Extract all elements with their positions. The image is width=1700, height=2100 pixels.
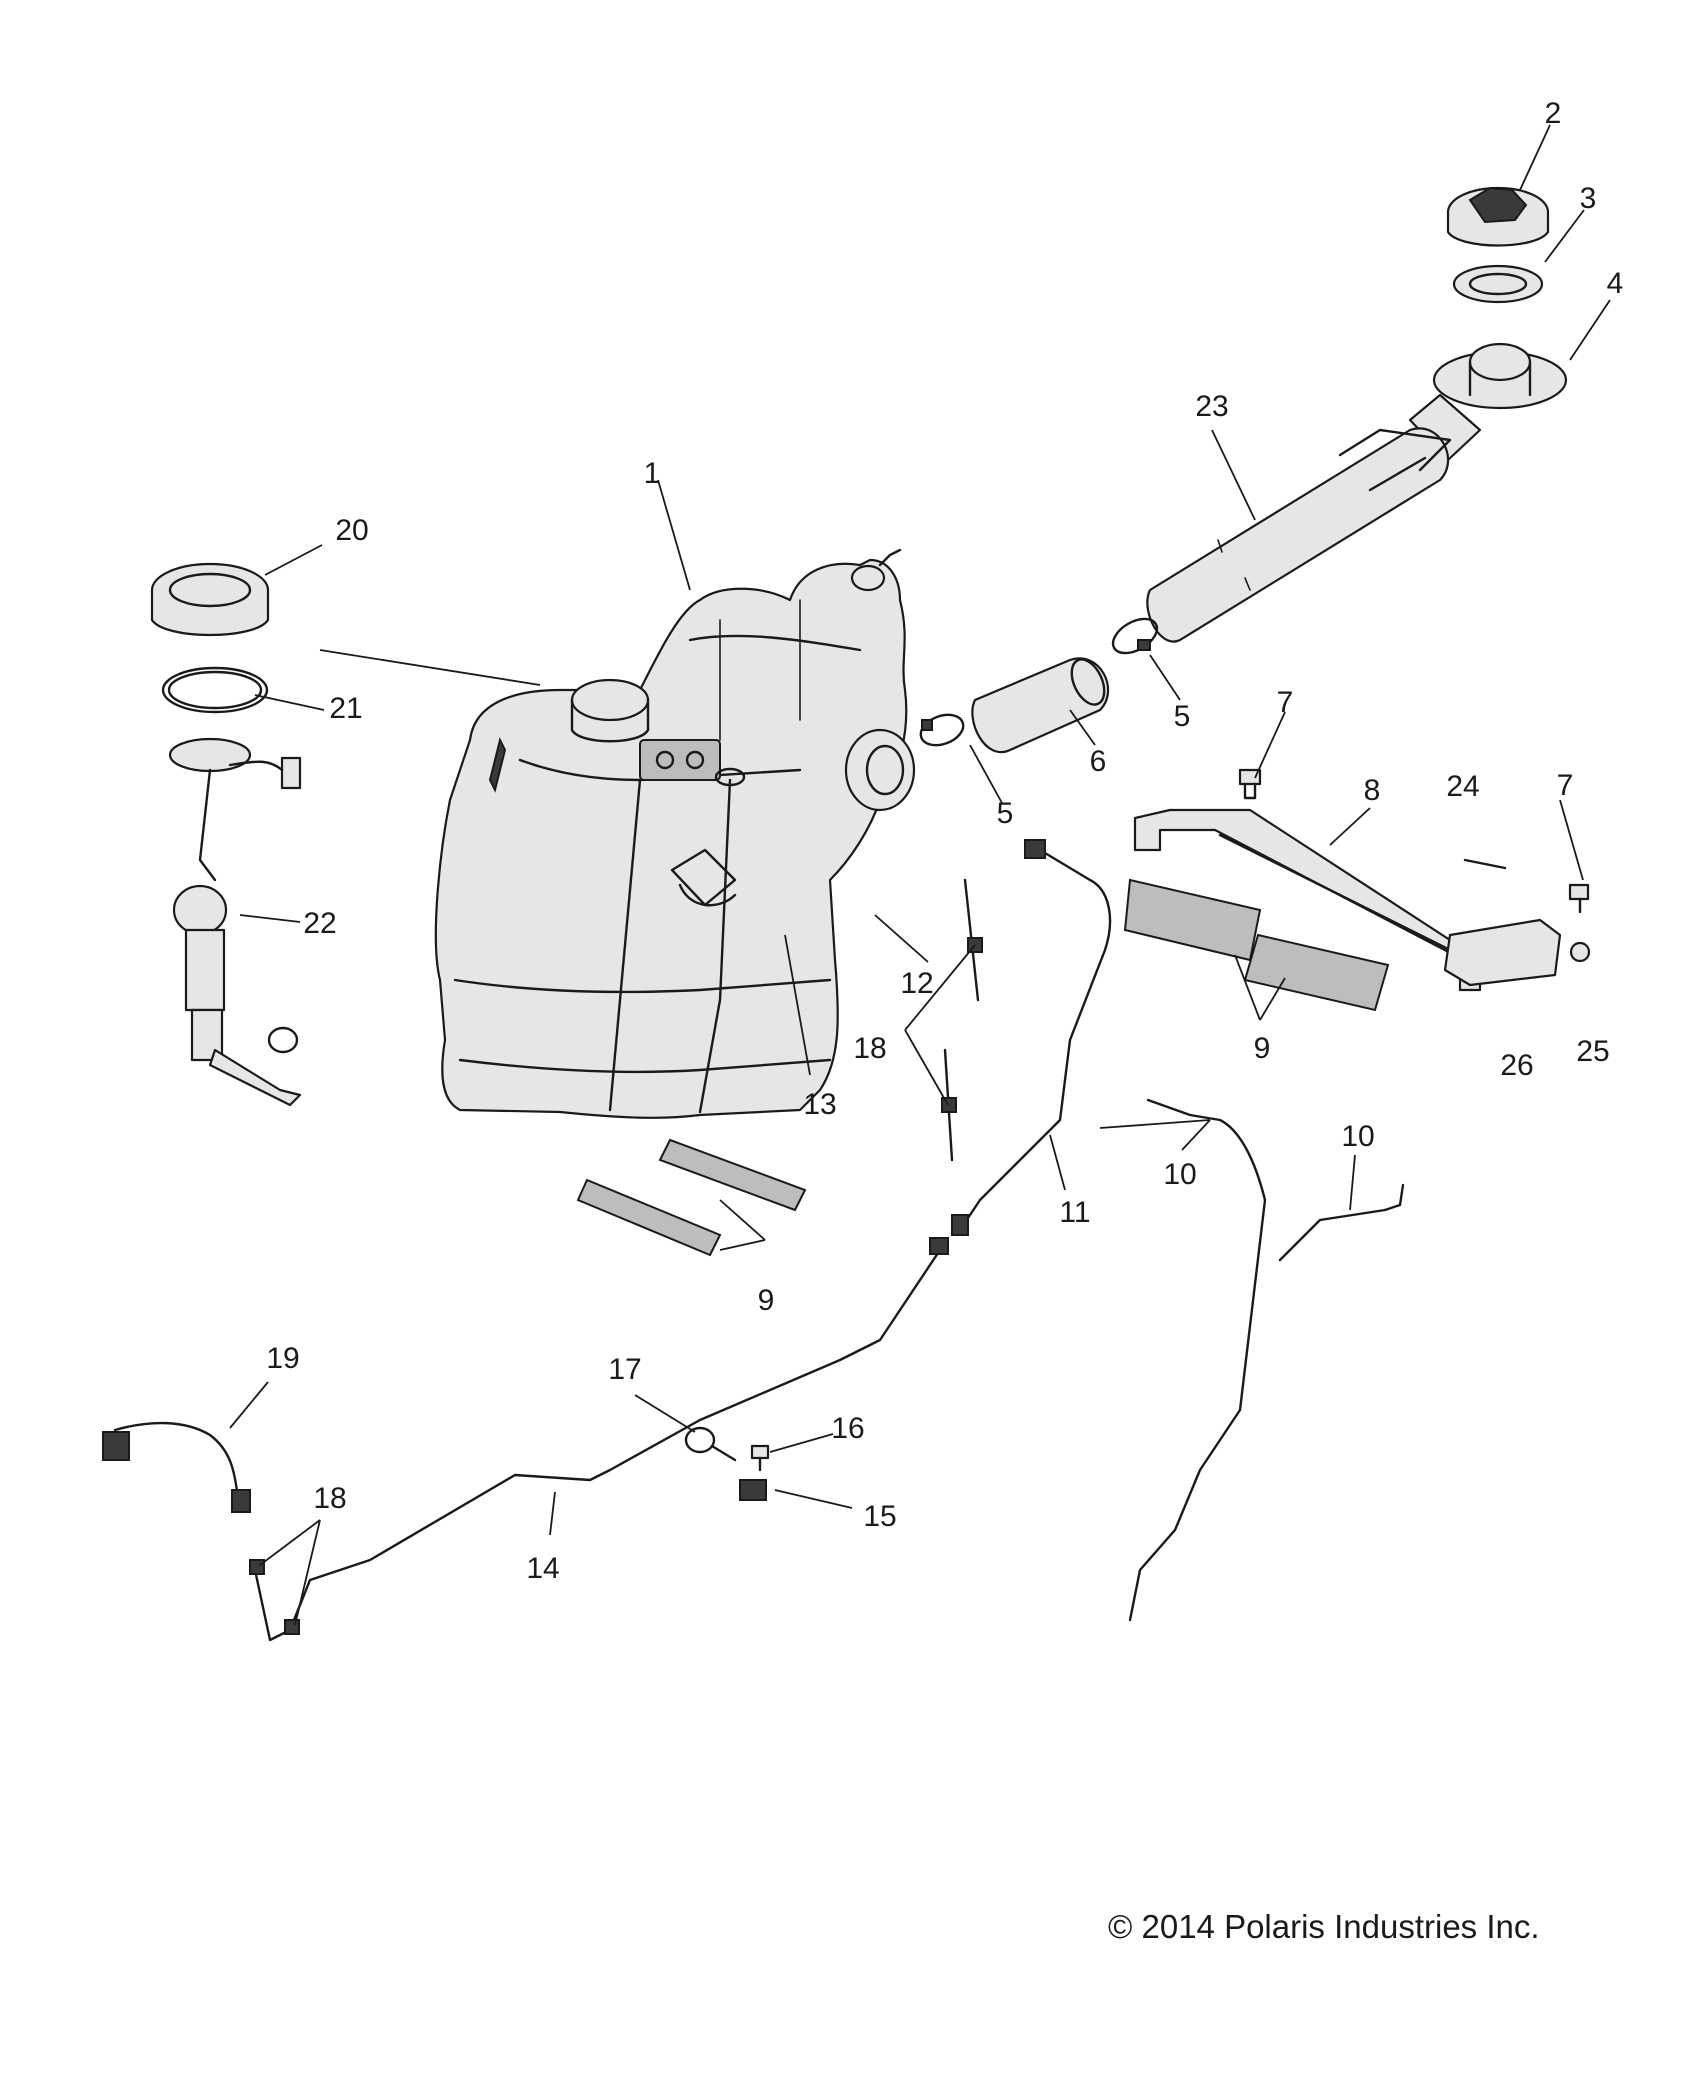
callout-labels: 1 2 3 4 5 5 6 7 7 8 9 9 10 10 11 12 13 1… [266,97,1623,1585]
callout-part-12: 12 [900,967,933,1000]
callout-part-18a: 18 [853,1032,886,1065]
callout-part-16: 16 [831,1412,864,1445]
callout-part-19: 19 [266,1342,299,1375]
callout-part-1: 1 [644,457,661,490]
o-ring-part-21 [161,666,269,714]
tie-strap-part-18a [963,878,983,1002]
callout-part-2: 2 [1545,97,1562,130]
fuel-line-part-11 [951,839,1112,1236]
leader-lines [229,124,1611,1626]
hose-clamp-part-5b [919,713,965,747]
wire-harness-part-19 [102,1421,251,1513]
fuel-pump-part-22 [168,737,302,1107]
filler-tube-part-23 [1146,427,1452,643]
callout-part-5b: 5 [997,797,1014,830]
clip-part-15 [739,1479,767,1501]
vent-line-part-10 [1128,1098,1405,1622]
tie-strap-part-18c [249,1559,300,1635]
filler-neck-part-4 [1408,342,1568,462]
callout-part-6: 6 [1090,745,1107,778]
callout-part-4: 4 [1607,267,1624,300]
rubber-pad-part-9a [1123,878,1390,1012]
callout-part-23: 23 [1195,390,1228,423]
callout-part-17: 17 [608,1353,641,1386]
callout-part-18b: 18 [313,1482,346,1515]
bolt-part-24 [1463,858,1507,870]
fuel-tank-part-1 [434,548,916,1119]
bolt-part-7b [1568,883,1590,914]
callout-part-15: 15 [863,1500,896,1533]
callout-part-11: 11 [1059,1196,1090,1229]
seal-ring-part-3 [1452,264,1544,304]
callout-part-10b: 10 [1341,1120,1374,1153]
bracket-part-26 [1443,918,1562,987]
mounting-bracket-part-8 [1133,808,1482,992]
lock-ring-part-20 [150,562,270,637]
callout-part-8: 8 [1364,774,1381,807]
screw-part-16 [750,1444,770,1472]
hose-clamp-part-5a [1111,617,1159,655]
fuel-hose-part-6 [971,657,1110,754]
clip-part-17 [684,1426,737,1462]
callout-part-10a: 10 [1163,1158,1196,1191]
callout-part-22: 22 [303,907,336,940]
callout-part-9a: 9 [1254,1032,1271,1065]
callout-part-5a: 5 [1174,700,1191,733]
nut-part-25 [1569,941,1591,963]
rubber-pad-part-9b [576,1138,807,1257]
callout-part-7b: 7 [1557,769,1574,802]
callout-part-14: 14 [526,1552,559,1585]
bolt-part-7a [1238,768,1262,800]
callout-part-20: 20 [335,514,368,547]
copyright-notice: © 2014 Polaris Industries Inc. [1108,1908,1540,1945]
fuel-cap-part-2 [1446,186,1550,247]
callout-part-24: 24 [1446,770,1479,803]
callout-part-7a: 7 [1277,686,1294,719]
callout-part-26: 26 [1500,1049,1533,1082]
callout-part-21: 21 [329,692,362,725]
callout-part-9b: 9 [758,1284,775,1317]
callout-part-25: 25 [1576,1035,1609,1068]
tie-strap-part-18b [941,1048,957,1162]
callout-part-3: 3 [1580,182,1597,215]
callout-part-13: 13 [803,1088,836,1121]
